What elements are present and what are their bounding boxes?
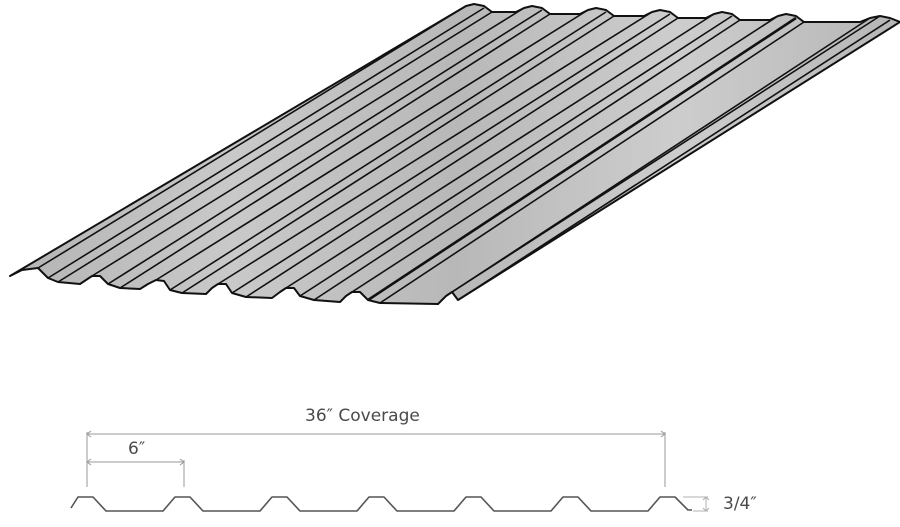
rib-spacing-dimension <box>86 458 185 487</box>
rib-spacing-label: 6″ <box>128 439 146 459</box>
rib-height-label: 3/4″ <box>723 494 757 514</box>
panel-profile-diagram <box>70 430 710 512</box>
coverage-dimension <box>86 430 666 487</box>
coverage-label: 36″ Coverage <box>305 406 420 426</box>
rib-lines <box>37 5 891 304</box>
rib-height-dimension <box>683 496 710 512</box>
panel-body <box>9 3 900 305</box>
rib-profile-line <box>70 496 692 512</box>
roof-panel-illustration <box>9 3 900 305</box>
